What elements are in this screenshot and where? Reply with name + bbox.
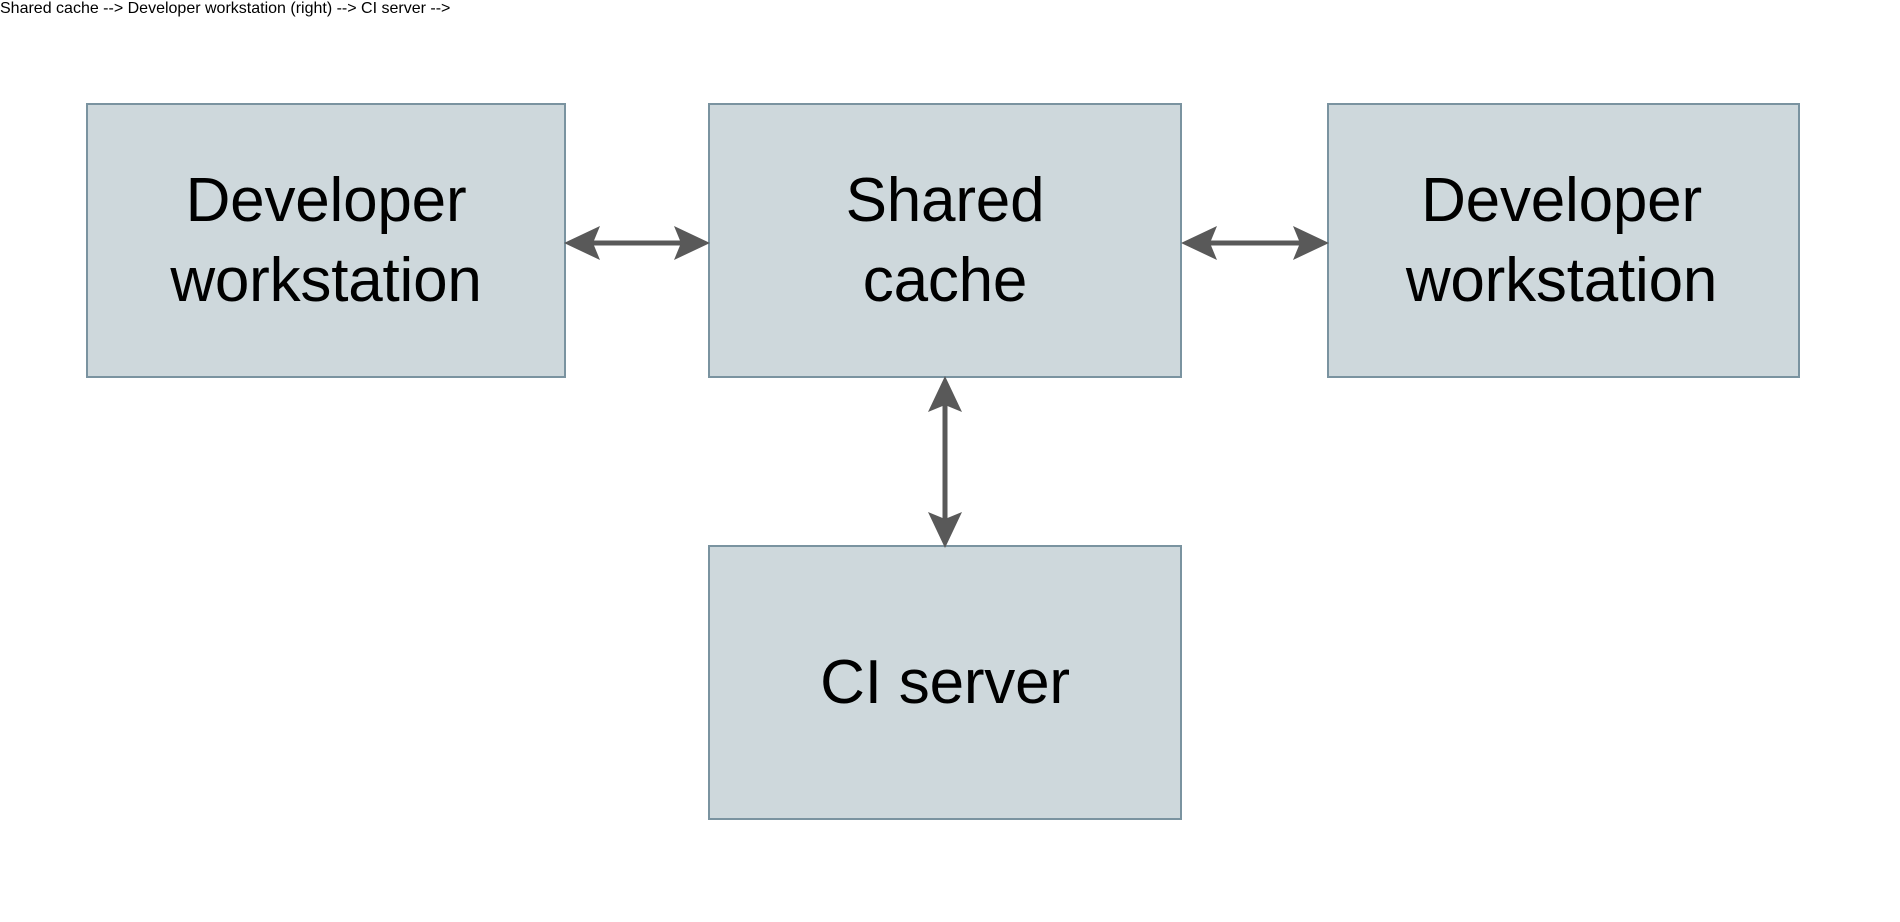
node-shared-cache[interactable]: Shared cache (708, 103, 1182, 378)
node-label: CI server (820, 647, 1070, 717)
node-label: Developer workstation (170, 165, 482, 315)
arrowhead-down-icon (928, 512, 962, 548)
arrowhead-right-icon (674, 226, 710, 260)
connector-shaft (1203, 240, 1307, 246)
arrowhead-left-icon (564, 226, 600, 260)
connector-shared-cache-to-ci-server[interactable] (915, 372, 975, 552)
connector-shared-cache-to-right[interactable] (1177, 213, 1333, 273)
connector-shaft (942, 398, 948, 526)
node-developer-workstation-right[interactable]: Developer workstation (1327, 103, 1800, 378)
arrowhead-right-icon (1293, 226, 1329, 260)
node-developer-workstation-left[interactable]: Developer workstation (86, 103, 566, 378)
node-label: Developer workstation (1405, 165, 1718, 315)
arrowhead-left-icon (1181, 226, 1217, 260)
connector-shaft (586, 240, 688, 246)
arrowhead-up-icon (928, 376, 962, 412)
node-label: Shared cache (845, 165, 1045, 315)
node-ci-server[interactable]: CI server (708, 545, 1182, 820)
connector-left-to-shared-cache[interactable] (560, 213, 714, 273)
